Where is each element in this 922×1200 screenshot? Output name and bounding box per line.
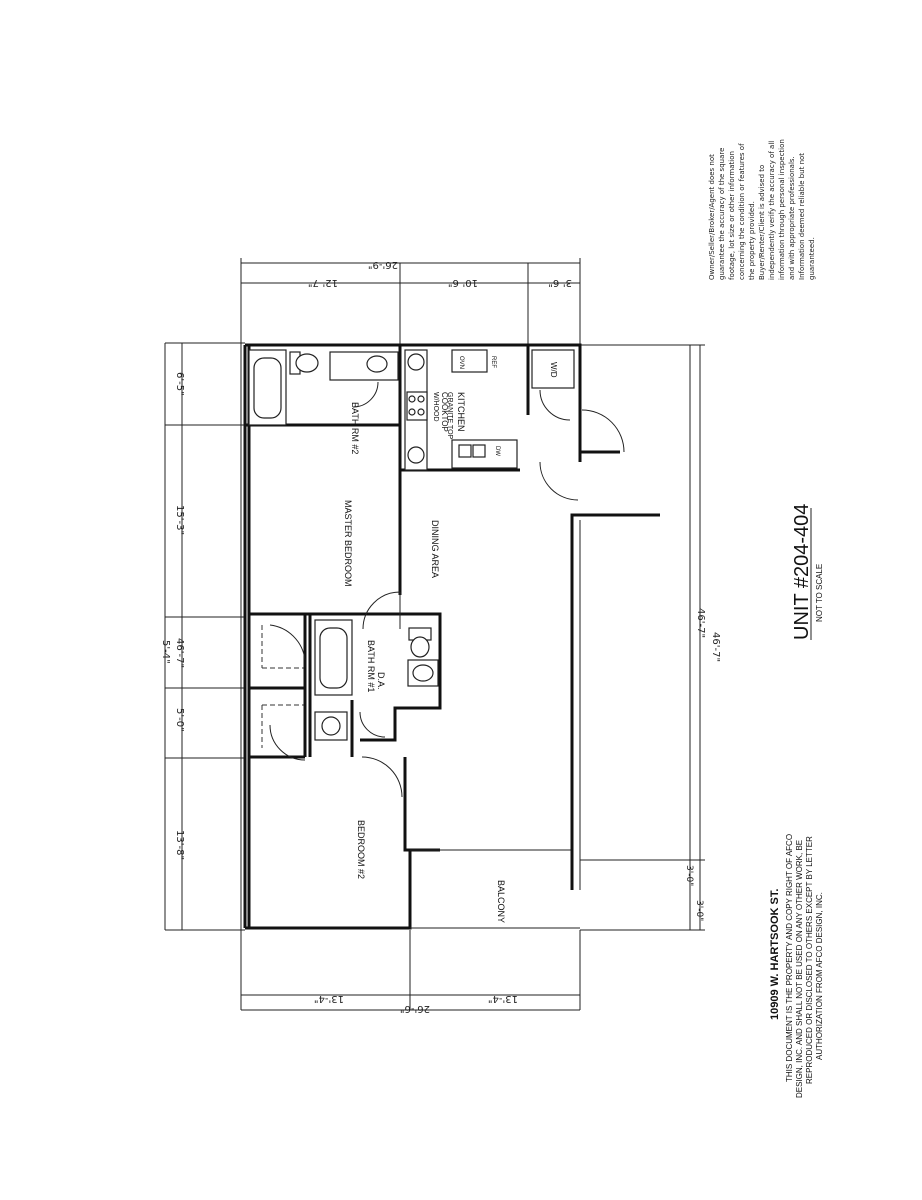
address: 10909 W. HARTSOOK ST. bbox=[769, 889, 781, 1020]
dim-top-total: 46'-7" bbox=[174, 638, 185, 668]
disclaimer-line-2: guarantee the accuracy of the square bbox=[718, 148, 726, 280]
kitchen-label: KITCHEN bbox=[456, 392, 466, 432]
dimension-labels: 46'-7" 13'-8" 5'-0" 5'-4" 15'-3" 6'-5" 4… bbox=[160, 259, 721, 1014]
disclaimer-block: Owner/Seller/Broker/Agent does not guara… bbox=[708, 139, 816, 280]
dimension-lines bbox=[164, 258, 705, 1011]
ref-label: REF bbox=[490, 356, 496, 368]
dim-small-left: 3'-0" bbox=[694, 900, 704, 921]
dim-top-seg-2: 5'-0" bbox=[174, 708, 185, 732]
dim-left-seg-1: 12'-7" bbox=[308, 277, 338, 288]
room-labels: BATH RM #2 MASTER BEDROOM KITCHEN GRANIT… bbox=[343, 356, 558, 923]
dining-area-label: DINING AREA bbox=[430, 520, 440, 578]
disclaimer-line-7: independently verify the accuracy of all bbox=[768, 141, 776, 280]
dim-top-seg-3: 5'-4" bbox=[160, 640, 171, 664]
cooktop-label: COOKTOP bbox=[440, 392, 449, 432]
ovn-label: OVN bbox=[458, 356, 464, 369]
dim-right-total: 46'-7" bbox=[695, 608, 706, 638]
disclaimer-line-6: Buyer/Renter/Client is advised to bbox=[758, 165, 766, 280]
disclaimer-line-5: the property provided. bbox=[748, 201, 756, 280]
copyright-line-2: DESIGN, INC. AND SHALL NOT BE USED ON AN… bbox=[795, 840, 804, 1098]
doors bbox=[269, 381, 625, 798]
copyright-line-4: AUTHORIZATION FROM AFCO DESIGN, INC. bbox=[815, 892, 824, 1060]
kitchen-note-label: GRANITE TOP bbox=[446, 392, 453, 440]
copyright-line-3: REPRODUCED OR DISCLOSED TO OTHERS EXCEPT… bbox=[805, 836, 814, 1084]
bath1-sub-label: D.A. bbox=[376, 672, 386, 690]
dim-left-seg-3: 3'-6" bbox=[548, 277, 572, 288]
dim-top-seg-4: 15'-3" bbox=[174, 505, 185, 535]
disclaimer-line-4: concerning the condition or features of bbox=[738, 143, 746, 280]
unit-subtitle: NOT TO SCALE bbox=[815, 564, 824, 622]
bath1-label: BATH RM #1 bbox=[366, 640, 376, 692]
dim-top-seg-5: 6'-5" bbox=[174, 372, 185, 396]
dim-top-seg-1: 13'-8" bbox=[174, 830, 185, 860]
disclaimer-line-11: guaranteed. bbox=[808, 237, 816, 280]
disclaimer-line-10: Information deemed reliable but not bbox=[798, 153, 806, 280]
disclaimer-line-9: and with appropriate professionals. bbox=[788, 156, 796, 280]
balcony-label: BALCONY bbox=[496, 880, 506, 923]
unit-title-block: UNIT #204-404 NOT TO SCALE bbox=[791, 504, 824, 640]
copyright-block: 10909 W. HARTSOOK ST. THIS DOCUMENT IS T… bbox=[769, 834, 824, 1098]
cooktop-note-label: W/HOOD bbox=[432, 392, 439, 422]
disclaimer-line-3: footage, lot size or other information bbox=[728, 151, 736, 280]
disclaimer-line-1: Owner/Seller/Broker/Agent does not bbox=[708, 154, 716, 280]
dim-bottom-seg-2: 13'-4" bbox=[488, 993, 518, 1004]
dim-right-total-inner: 46'-7" bbox=[710, 632, 721, 662]
unit-title: UNIT #204-404 bbox=[791, 504, 813, 640]
wd-label: W/D bbox=[549, 362, 558, 378]
bath2-label: BATH RM #2 bbox=[350, 402, 360, 454]
dim-bottom-total: 26'-6" bbox=[400, 1003, 430, 1014]
dim-left-seg-2: 10'-6" bbox=[448, 277, 478, 288]
walls bbox=[243, 343, 660, 930]
disclaimer-line-8: information through personal inspection bbox=[778, 139, 786, 280]
dim-small-right: 3'-0" bbox=[684, 865, 694, 886]
master-bedroom-label: MASTER BEDROOM bbox=[343, 500, 353, 587]
dim-bottom-seg-1: 13'-4" bbox=[314, 993, 344, 1004]
copyright-line-1: THIS DOCUMENT IS THE PROPERTY AND COPY R… bbox=[785, 834, 794, 1082]
bedroom2-label: BEDROOM #2 bbox=[356, 820, 366, 879]
dw-label: DW bbox=[494, 446, 500, 456]
dim-left-total: 26'-9" bbox=[368, 259, 398, 270]
fixtures bbox=[248, 349, 575, 741]
